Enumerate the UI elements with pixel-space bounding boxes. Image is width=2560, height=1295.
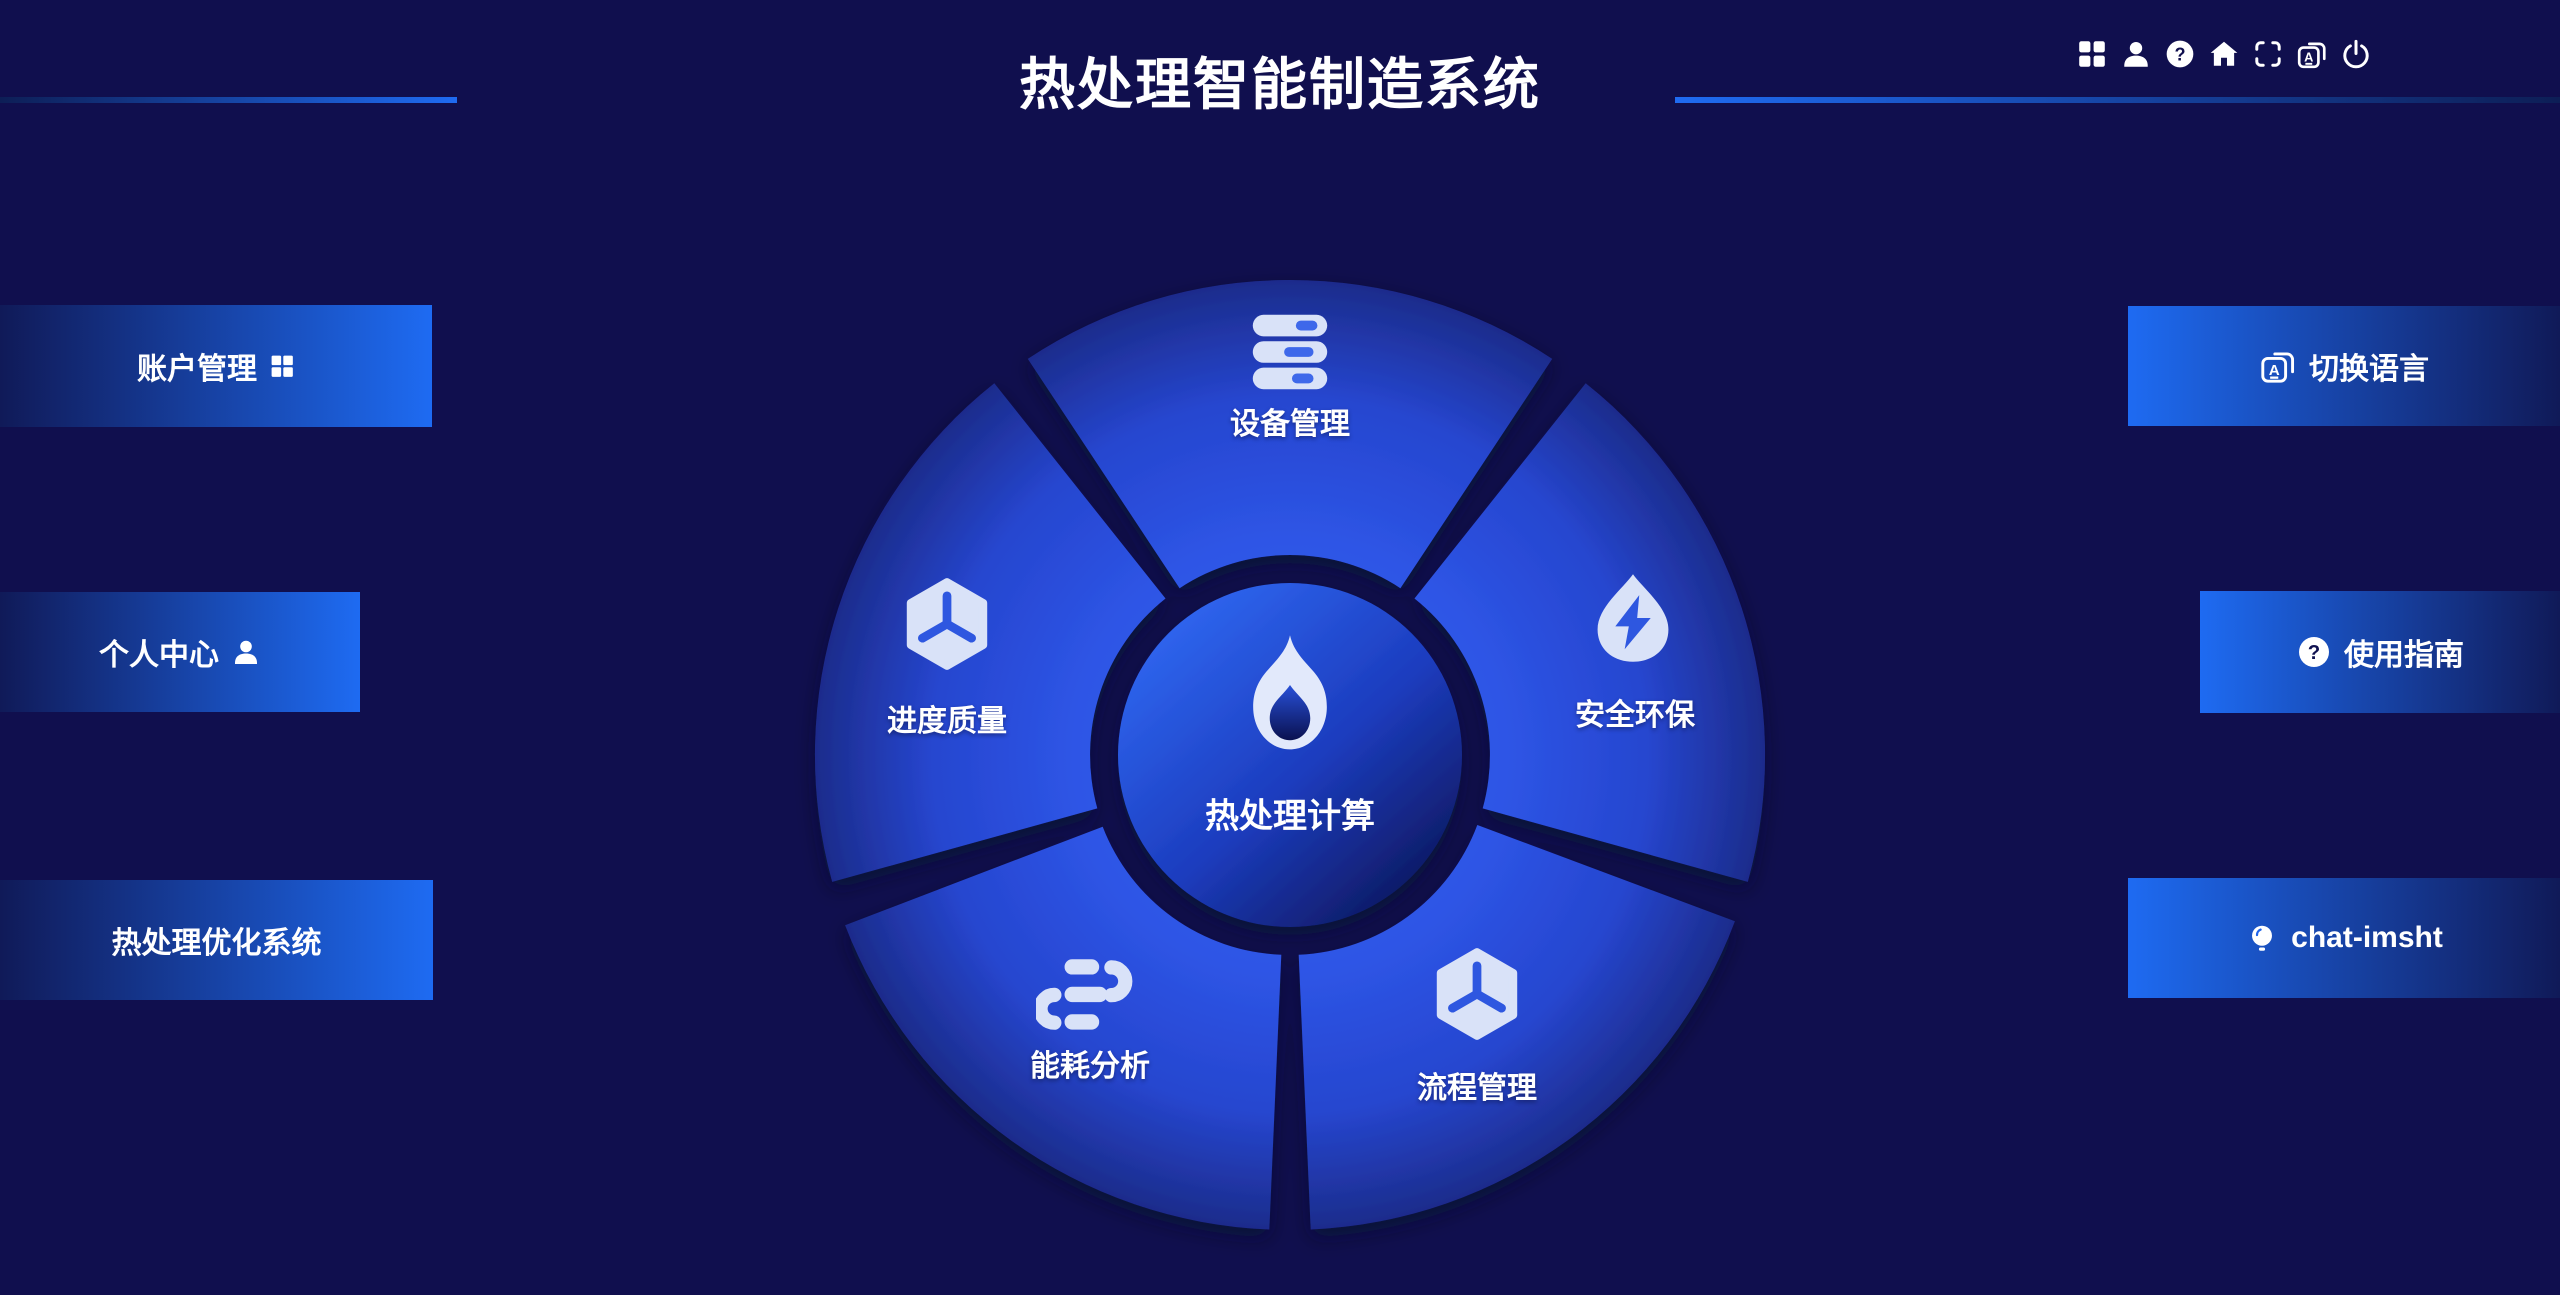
fullscreen-icon[interactable] [2250,36,2286,72]
account-management-button[interactable]: 账户管理 [0,305,432,427]
user-icon [231,637,261,667]
optimization-system-button[interactable]: 热处理优化系统 [0,880,433,1000]
apps-grid-icon [269,353,295,379]
switch-language-label: 切换语言 [2309,353,2429,386]
center-heat-treatment-calc[interactable] [1118,583,1462,927]
user-guide-label: 使用指南 [2344,639,2464,672]
optimization-system-label: 热处理优化系统 [111,927,322,960]
chat-imsht-button[interactable]: chat-imsht [2128,878,2560,998]
apps-grid-icon[interactable] [2074,36,2110,72]
switch-language-button[interactable]: A 切换语言 [2128,306,2560,426]
power-icon[interactable] [2338,36,2374,72]
help-icon[interactable]: ? [2162,36,2198,72]
window-toolbar: ? A [2074,36,2374,72]
segment-safety-environment[interactable] [1414,383,1766,882]
lightbulb-icon [2245,921,2279,955]
home-icon[interactable] [2206,36,2242,72]
title-underline-left [0,97,457,103]
user-icon[interactable] [2118,36,2154,72]
user-guide-button[interactable]: ? 使用指南 [2200,591,2560,713]
account-management-label: 账户管理 [137,353,257,386]
svg-text:?: ? [2308,642,2320,664]
help-icon: ? [2296,634,2332,670]
segment-equipment-management[interactable] [1027,279,1553,589]
segment-progress-quality[interactable] [814,383,1166,882]
segment-energy-analysis[interactable] [845,826,1282,1230]
page-title: 热处理智能制造系统 [1019,53,1541,116]
personal-center-label: 个人中心 [99,639,219,672]
svg-text:?: ? [2174,44,2185,64]
translate-icon: A [2259,347,2297,385]
personal-center-button[interactable]: 个人中心 [0,592,360,712]
title-underline-right [1675,97,2560,103]
svg-text:A: A [2304,49,2313,64]
svg-text:A: A [2269,362,2280,379]
chat-imsht-label: chat-imsht [2291,921,2443,954]
translate-icon[interactable]: A [2294,36,2330,72]
